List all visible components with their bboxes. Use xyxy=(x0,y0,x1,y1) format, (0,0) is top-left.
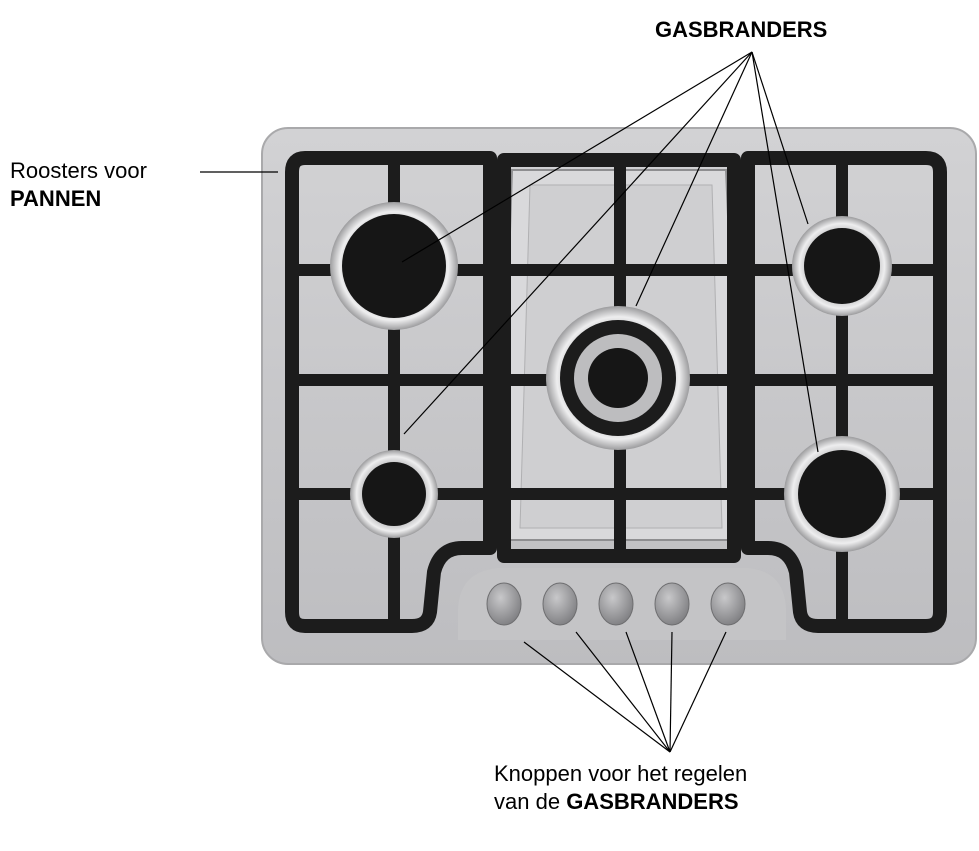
label-roosters-voor-pannen: Roosters voor PANNEN xyxy=(10,157,147,213)
label-knoppen-line1: Knoppen voor het regelen xyxy=(494,761,748,786)
label-gasbranders: GASBRANDERS xyxy=(655,17,828,42)
leader-knob-3 xyxy=(625,631,671,753)
knob-1 xyxy=(486,582,522,626)
leader-knob-1 xyxy=(523,641,671,753)
leader-burner-wok xyxy=(635,51,753,307)
burner-large-left xyxy=(330,202,458,330)
knob-4 xyxy=(654,582,690,626)
knob-2 xyxy=(542,582,578,626)
leader-lines xyxy=(200,51,819,753)
knob-3 xyxy=(598,582,634,626)
burner-right-top xyxy=(792,216,892,316)
left-grate-frame xyxy=(285,151,497,633)
burner-small-left xyxy=(350,450,438,538)
right-grate-frame xyxy=(741,151,947,633)
center-grate-frame xyxy=(497,153,741,563)
leader-knob-5 xyxy=(669,631,727,753)
label-roosters-line1: Roosters voor xyxy=(10,158,147,183)
leader-burner-small-left xyxy=(403,51,753,435)
label-roosters-line2: PANNEN xyxy=(10,186,102,211)
burner-wok-center xyxy=(546,306,690,450)
burner-right-bottom xyxy=(784,436,900,552)
leader-knob-4 xyxy=(669,631,673,753)
label-knoppen-line2: van de GASBRANDERS xyxy=(494,789,739,814)
leader-burner-right-bottom xyxy=(751,51,819,453)
leader-burner-large-left xyxy=(401,51,753,263)
label-knoppen: Knoppen voor het regelen van de GASBRAND… xyxy=(494,760,747,816)
leader-burner-right-top xyxy=(751,51,809,225)
leader-knob-2 xyxy=(575,631,671,753)
knob-5 xyxy=(710,582,746,626)
control-knobs xyxy=(486,582,746,626)
